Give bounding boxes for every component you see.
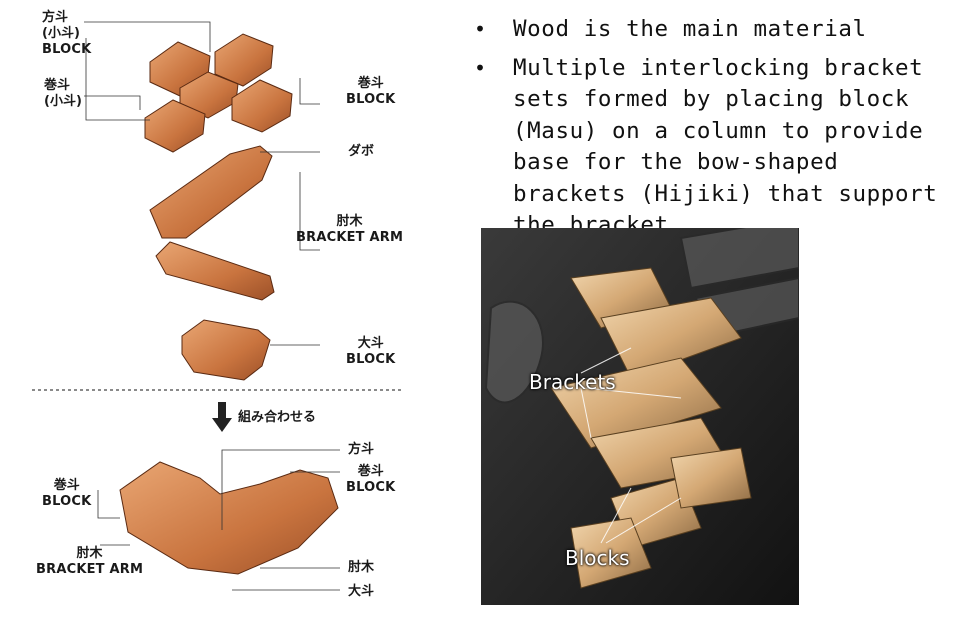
bullet-item: •Multiple interlocking bracket sets form… — [474, 54, 938, 239]
assembled-bracket — [119, 461, 339, 575]
bracket-assembly-diagram: 方斗 (小斗) BLOCK 巻斗 (小斗) 巻斗 BLOCK ダボ 肘木 BRA… — [0, 0, 420, 614]
label-asm-right-base: 大斗 — [348, 584, 375, 599]
label-mid-left: 巻斗 (小斗) — [44, 78, 82, 109]
label-asm-right-arm: 肘木 — [348, 560, 375, 575]
label-big-block: 大斗 BLOCK — [346, 336, 396, 367]
bullet-dot-icon: • — [474, 55, 487, 80]
label-asm-right-block: 巻斗 BLOCK — [346, 464, 396, 495]
photo-label-blocks: Blocks — [565, 546, 630, 570]
label-asm-right-top: 方斗 — [348, 442, 375, 457]
label-bracket-arm: 肘木 BRACKET ARM — [296, 214, 404, 245]
down-arrow-icon — [212, 402, 232, 432]
block-top-right — [214, 33, 274, 87]
label-top-left: 方斗 (小斗) BLOCK — [42, 10, 92, 57]
block-bottom-right — [231, 79, 293, 133]
block-bottom-left — [144, 99, 206, 153]
bullet-list: •Wood is the main material •Multiple int… — [474, 14, 954, 249]
upper-arm — [149, 145, 273, 239]
big-block — [181, 319, 271, 381]
photo-label-brackets: Brackets — [529, 370, 616, 394]
bullet-item: •Wood is the main material — [474, 14, 954, 46]
label-asm-left-block: 巻斗 BLOCK — [42, 478, 92, 509]
photo-drawing — [481, 228, 799, 605]
bracket-photo: Brackets Blocks — [481, 228, 799, 605]
bullet-dot-icon: • — [474, 17, 487, 41]
lower-arm — [155, 241, 275, 301]
label-asm-bracket-arm: 肘木 BRACKET ARM — [36, 546, 144, 577]
label-dabo: ダボ — [348, 144, 375, 159]
label-right-block: 巻斗 BLOCK — [346, 76, 396, 107]
diagram-drawing — [32, 21, 404, 591]
label-assemble: 組み合わせる — [238, 410, 317, 425]
